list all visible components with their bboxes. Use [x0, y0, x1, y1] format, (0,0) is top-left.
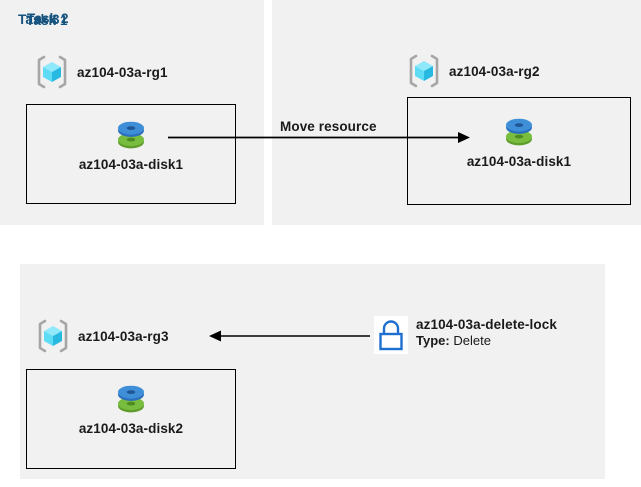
resource-label: az104-03a-disk2: [78, 421, 184, 436]
connector-label-move-resource: Move resource: [280, 119, 377, 134]
managed-disk-icon: [498, 110, 540, 152]
delete-lock-type: Type: Delete: [416, 333, 557, 348]
resource-group-cube-icon: [34, 54, 70, 90]
resource-task-3-disk[interactable]: az104-03a-disk2: [61, 377, 201, 436]
resource-group-cube-icon: [406, 53, 442, 89]
delete-lock-group[interactable]: az104-03a-delete-lock Type: Delete: [374, 316, 557, 354]
resource-group-label: az104-03a-rg2: [449, 63, 540, 79]
resource-group-label: az104-03a-rg3: [78, 328, 169, 344]
panel-title-task-1: Task 1: [26, 13, 68, 28]
managed-disk-icon: [110, 113, 152, 155]
resource-group-label: az104-03a-rg1: [77, 64, 168, 80]
padlock-icon: [374, 316, 408, 354]
resource-group-task-2[interactable]: az104-03a-rg2: [406, 53, 540, 89]
resource-box-task-1: [26, 104, 236, 204]
delete-lock-type-value: Delete: [453, 333, 491, 348]
panel-title-task-2: Task 2: [27, 11, 69, 26]
resource-group-cube-icon: [35, 318, 71, 354]
resource-label: az104-03a-disk1: [78, 157, 184, 172]
resource-box-task-3: [26, 369, 236, 469]
resource-task-2-disk[interactable]: az104-03a-disk1: [443, 110, 595, 169]
resource-group-task-3[interactable]: az104-03a-rg3: [35, 318, 169, 354]
resource-task-1-disk[interactable]: az104-03a-disk1: [61, 113, 201, 172]
delete-lock-text: az104-03a-delete-lock Type: Delete: [416, 316, 557, 348]
resource-box-task-2: [407, 97, 631, 205]
delete-lock-name: az104-03a-delete-lock: [416, 317, 557, 332]
managed-disk-icon: [110, 377, 152, 419]
delete-lock-type-label: Type:: [416, 333, 450, 348]
resource-label: az104-03a-disk1: [466, 154, 572, 169]
resource-group-task-1[interactable]: az104-03a-rg1: [34, 54, 168, 90]
panel-title-task-3: Task 3: [18, 12, 60, 27]
